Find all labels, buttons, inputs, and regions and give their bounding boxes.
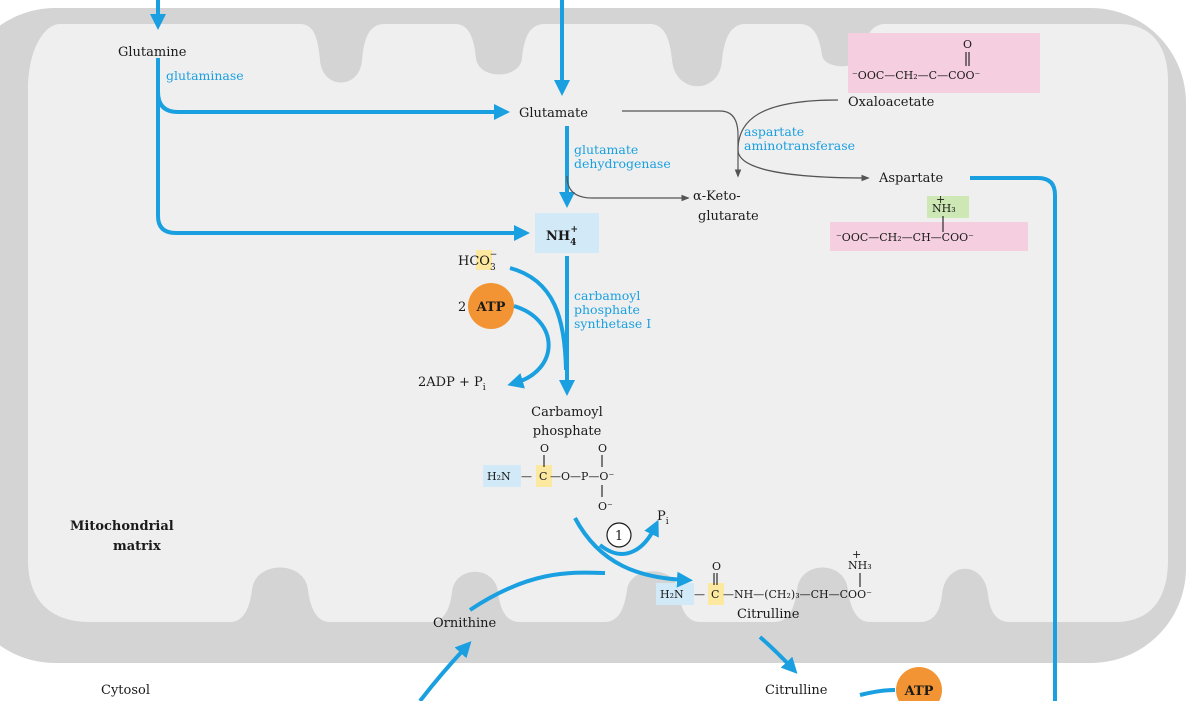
step-1-label: 1	[615, 529, 623, 544]
arrow-atp-to-adp	[507, 304, 551, 389]
cps-label-3: synthetase I	[574, 316, 651, 331]
glutamine-label: Glutamine	[118, 45, 187, 60]
nh4-box	[535, 213, 599, 253]
aspartate-nh3: NH₃	[932, 202, 956, 215]
glutaminase-label: glutaminase	[166, 68, 244, 83]
atp-circle-cytosol	[896, 667, 942, 701]
aat-label-1: aspartate	[744, 124, 804, 139]
aspartate-nh3-box	[927, 196, 969, 218]
carbamoyl-c-box	[536, 465, 552, 487]
aspartate-nh3-charge: +	[936, 193, 945, 206]
citrulline-rest: —NH—(CH₂)₃—CH—COO⁻	[723, 588, 872, 601]
arrow-carbamoyl-to-citrulline	[573, 517, 693, 588]
arrow-citrulline-to-cytosol	[758, 635, 798, 674]
oxaloacetate-structure-box	[848, 33, 1040, 93]
adp-pi-label: 2ADP + Pi	[418, 375, 486, 393]
citrulline-nh3-charge: +	[852, 548, 861, 561]
carbamoyl-h2n: H₂N	[487, 470, 511, 483]
citrulline-label: Citrulline	[737, 607, 800, 622]
pi-label: Pi	[657, 509, 669, 527]
citrulline-c-box	[708, 583, 724, 605]
oxaloacetate-formula: ⁻OOC—CH₂—C—COO⁻	[852, 69, 981, 82]
atp-circle	[468, 283, 514, 329]
carbamoyl-label-1: Carbamoyl	[531, 405, 603, 420]
step-1-circle	[606, 522, 632, 548]
carbamoyl-o1: O	[540, 442, 549, 455]
hco3-label: HCO3−	[458, 250, 497, 273]
nh4-label: NH4+	[546, 225, 578, 248]
arrow-glutamine-to-nh4	[156, 58, 530, 241]
citrulline-nh3: NH₃	[848, 559, 872, 572]
arrow-hco3-to-carbamoyl	[509, 266, 568, 371]
cytosol-label: Cytosol	[101, 683, 150, 698]
carbamoyl-o3: O⁻	[598, 500, 613, 513]
citrulline-h2n: H₂N	[660, 588, 684, 601]
arrow-glutamate-to-aketoglutarate	[622, 110, 742, 178]
carbamoyl-label-2: phosphate	[533, 424, 602, 439]
cps-label-2: phosphate	[574, 302, 640, 317]
ornithine-label: Ornithine	[433, 616, 497, 631]
arrow-gdh-to-aketoglutarate	[566, 175, 690, 202]
carbamoyl-c: C	[539, 470, 547, 483]
aspartate-structure-box	[830, 222, 1028, 251]
alpha-ketoglutarate-label-1: α-Keto-	[693, 189, 741, 204]
arrow-glutaminase-to-glutamate	[156, 91, 510, 120]
arrow-aspartate-to-cytosol	[970, 176, 1057, 701]
gdh-label-1: glutamate	[574, 142, 638, 157]
gdh-label-2: dehydrogenase	[574, 156, 671, 171]
oxaloacetate-label: Oxaloacetate	[848, 95, 935, 110]
citrulline-o: O	[712, 560, 721, 573]
arrow-oxaloacetate-to-aspartate	[737, 99, 870, 182]
citrulline-h2n-box	[656, 583, 694, 605]
glutamate-label: Glutamate	[519, 106, 588, 121]
carbamoyl-rest: —O—P—O⁻	[550, 470, 614, 483]
hco3-highlight	[476, 250, 492, 270]
atp-cytosol-label: ATP	[904, 684, 934, 699]
arrow-step1-to-pi	[598, 519, 659, 556]
alpha-ketoglutarate-label-2: glutarate	[698, 209, 759, 224]
atp-count: 2	[458, 300, 466, 315]
atp-label: ATP	[476, 300, 506, 315]
citrulline-cytosol-label: Citrulline	[765, 683, 828, 698]
aspartate-label: Aspartate	[878, 171, 944, 186]
cps-label-1: carbamoyl	[574, 288, 640, 303]
carbamoyl-bond-a: —	[521, 470, 532, 483]
mitochondrial-matrix	[28, 24, 1168, 622]
aspartate-formula: ⁻OOC—CH₂—CH—COO⁻	[836, 231, 974, 244]
mito-matrix-label-1: Mitochondrial	[70, 519, 174, 534]
arrow-ornithine-to-citrulline	[468, 570, 606, 612]
citrulline-bond-a: —	[694, 588, 705, 601]
carbamoyl-o2: O	[598, 442, 607, 455]
arrow-cytosol-to-ornithine	[418, 641, 472, 701]
citrulline-c: C	[711, 588, 719, 601]
arrow-citrulline-to-atp	[859, 688, 896, 697]
aat-label-2: aminotransferase	[744, 138, 855, 153]
carbamoyl-h2n-box	[483, 465, 521, 487]
mito-matrix-label-2: matrix	[113, 539, 161, 554]
oxaloacetate-o: O	[963, 38, 972, 51]
